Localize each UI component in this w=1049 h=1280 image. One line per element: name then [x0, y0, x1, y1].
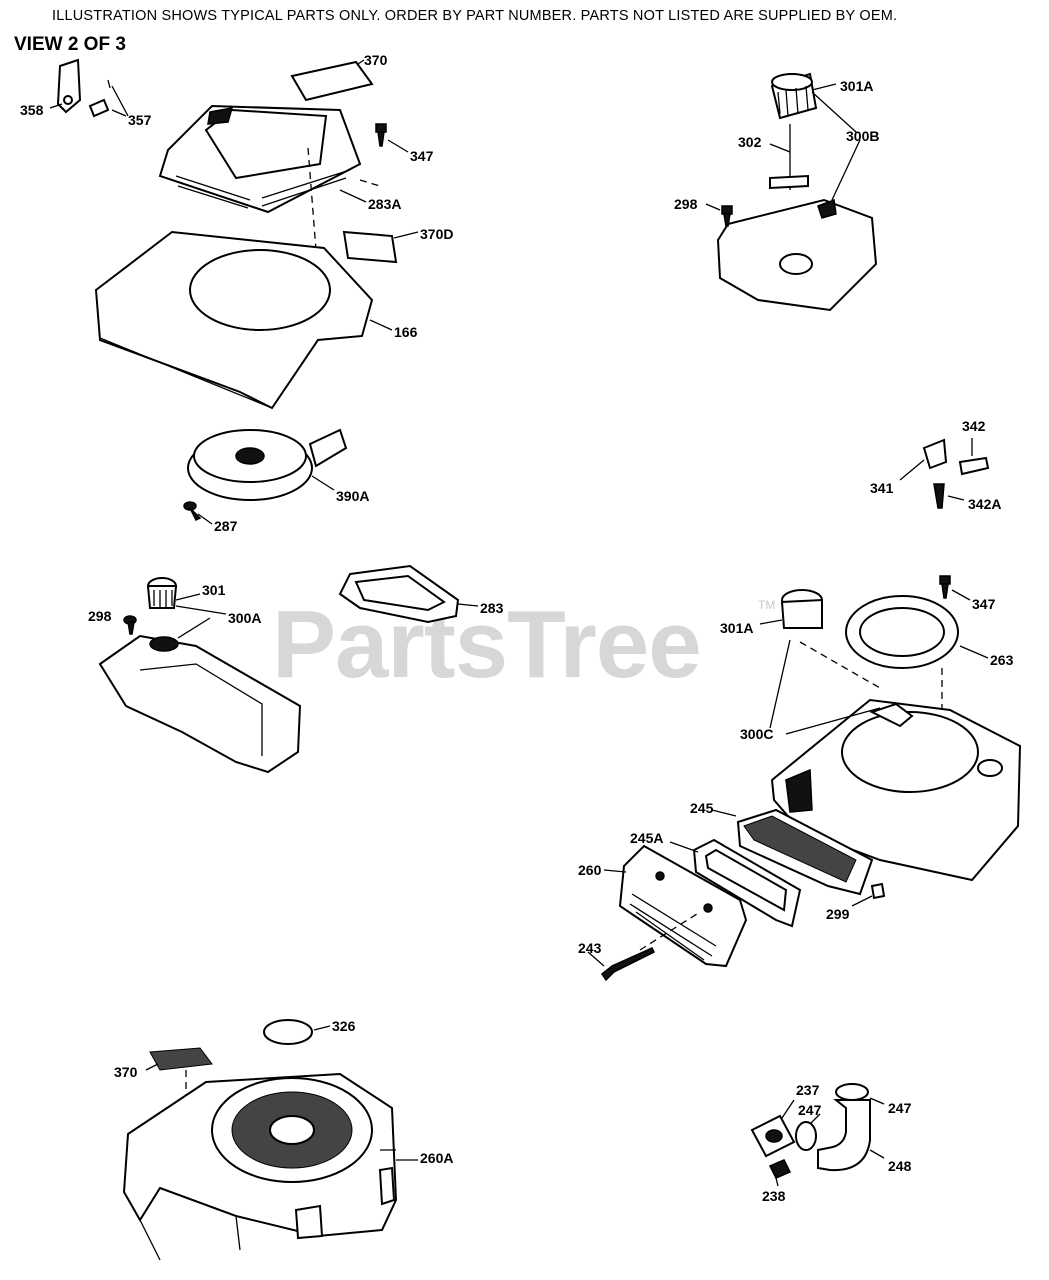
part-237-adapter[interactable] — [750, 1114, 796, 1158]
part-label-243[interactable]: 243 — [578, 940, 602, 956]
part-label-326[interactable]: 326 — [332, 1018, 356, 1034]
part-283-gasket[interactable] — [338, 564, 460, 624]
part-301A-fuel-cap[interactable] — [770, 72, 818, 120]
part-label-301[interactable]: 301 — [202, 582, 226, 598]
part-300A-fuel-tank[interactable] — [98, 634, 302, 774]
part-label-260[interactable]: 260 — [578, 862, 602, 878]
part-302-fuel-gauge[interactable] — [769, 124, 809, 190]
part-label-287[interactable]: 287 — [214, 518, 238, 534]
part-342A-screw[interactable] — [933, 483, 945, 509]
part-299-clip[interactable] — [870, 882, 886, 900]
part-326-plug[interactable] — [263, 1019, 313, 1045]
part-341-bracket[interactable] — [922, 438, 948, 470]
part-370-decal-lower[interactable] — [149, 1047, 213, 1071]
part-358-bracket[interactable] — [56, 58, 82, 114]
part-label-263[interactable]: 263 — [990, 652, 1014, 668]
part-label-300A[interactable]: 300A — [228, 610, 262, 626]
part-label-260A[interactable]: 260A — [420, 1150, 454, 1166]
part-243-screw[interactable] — [600, 947, 656, 982]
part-260A-blower-housing[interactable] — [122, 1072, 398, 1261]
part-label-245A[interactable]: 245A — [630, 830, 664, 846]
part-label-300C[interactable]: 300C — [740, 726, 774, 742]
part-300C-air-cleaner-housing[interactable] — [770, 698, 1022, 882]
part-300B-fuel-tank[interactable] — [716, 198, 878, 312]
part-245-air-filter[interactable] — [736, 808, 874, 896]
part-342-screw[interactable] — [958, 456, 990, 476]
part-label-341[interactable]: 341 — [870, 480, 894, 496]
view-title: VIEW 2 OF 3 — [14, 34, 126, 55]
part-347-screw[interactable] — [375, 123, 387, 147]
part-label-237[interactable]: 237 — [796, 1082, 820, 1098]
part-166-blower-housing[interactable] — [94, 230, 374, 410]
part-label-358[interactable]: 358 — [20, 102, 44, 118]
part-label-300B[interactable]: 300B — [846, 128, 880, 144]
part-283A-shroud[interactable] — [158, 104, 362, 214]
part-357-spring[interactable] — [88, 79, 111, 118]
part-245A-pre-filter[interactable] — [692, 838, 802, 928]
part-248-elbow-hose[interactable] — [817, 1099, 871, 1172]
watermark-tm: TM — [758, 598, 776, 612]
part-label-238[interactable]: 238 — [762, 1188, 786, 1204]
part-label-370D[interactable]: 370D — [420, 226, 454, 242]
part-298-tank-screw[interactable] — [123, 615, 137, 635]
part-label-298[interactable]: 298 — [674, 196, 698, 212]
part-label-370[interactable]: 370 — [364, 52, 388, 68]
part-label-283[interactable]: 283 — [480, 600, 504, 616]
part-label-298-left[interactable]: 298 — [88, 608, 112, 624]
part-label-357[interactable]: 357 — [128, 112, 152, 128]
part-347-ring-screw[interactable] — [939, 575, 951, 599]
part-label-166[interactable]: 166 — [394, 324, 418, 340]
part-301-fuel-cap[interactable] — [146, 577, 178, 609]
part-label-247[interactable]: 247 — [798, 1102, 822, 1118]
part-label-248[interactable]: 248 — [888, 1158, 912, 1174]
part-247-clamp[interactable] — [795, 1121, 817, 1151]
part-287-screw[interactable] — [183, 501, 202, 522]
part-298-screw[interactable] — [721, 205, 733, 227]
part-label-342A[interactable]: 342A — [968, 496, 1002, 512]
part-301A-cap-right[interactable] — [780, 589, 823, 629]
part-label-347-right[interactable]: 347 — [972, 596, 996, 612]
part-label-347[interactable]: 347 — [410, 148, 434, 164]
part-label-283A[interactable]: 283A — [368, 196, 402, 212]
part-370-decal[interactable] — [290, 60, 374, 102]
part-label-245[interactable]: 245 — [690, 800, 714, 816]
part-label-301A-right[interactable]: 301A — [720, 620, 754, 636]
part-label-301A[interactable]: 301A — [840, 78, 874, 94]
diagram-note: ILLUSTRATION SHOWS TYPICAL PARTS ONLY. O… — [52, 8, 898, 24]
part-label-370-lower[interactable]: 370 — [114, 1064, 138, 1080]
part-label-247-right[interactable]: 247 — [888, 1100, 912, 1116]
part-370D-decal[interactable] — [342, 230, 398, 264]
part-247-clamp-upper[interactable] — [835, 1083, 869, 1101]
part-label-299[interactable]: 299 — [826, 906, 850, 922]
watermark-brand: PartsTree — [272, 591, 702, 698]
part-238-screw[interactable] — [768, 1159, 792, 1179]
part-390A-recoil-starter[interactable] — [187, 428, 348, 501]
part-label-390A[interactable]: 390A — [336, 488, 370, 504]
part-263-ring[interactable] — [845, 595, 959, 669]
part-label-342[interactable]: 342 — [962, 418, 986, 434]
part-label-302[interactable]: 302 — [738, 134, 762, 150]
